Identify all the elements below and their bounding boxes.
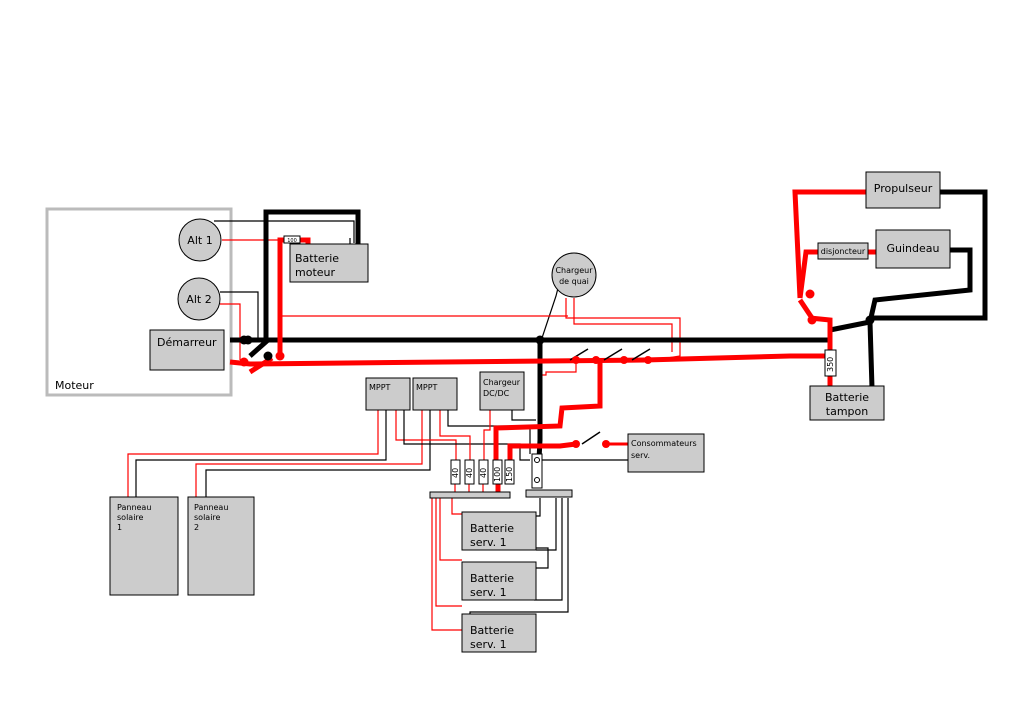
switches	[239, 289, 875, 448]
svg-text:40: 40	[465, 468, 474, 478]
disjoncteur: disjoncteur	[817, 242, 869, 260]
mppt2: MPPT	[412, 377, 458, 411]
alt2: Alt 2	[177, 277, 221, 321]
batterie-serv-b: Batterie serv. 1	[461, 561, 537, 601]
svg-text:100: 100	[287, 238, 297, 244]
consommateurs-serv: Consommateurs serv.	[627, 433, 705, 473]
demarreur: Démarreur	[149, 329, 225, 371]
svg-text:solaire: solaire	[117, 513, 144, 522]
svg-text:Batterie: Batterie	[470, 522, 514, 535]
propulseur: Propulseur	[865, 171, 941, 209]
svg-text:150: 150	[505, 467, 514, 482]
svg-text:Démarreur: Démarreur	[157, 336, 217, 349]
svg-text:Panneau: Panneau	[194, 503, 228, 512]
svg-text:Consommateurs: Consommateurs	[631, 439, 697, 448]
batterie-tampon: Batterie tampon	[809, 385, 885, 421]
svg-text:Batterie: Batterie	[295, 252, 339, 265]
svg-text:1: 1	[117, 523, 122, 532]
batterie-serv-c: Batterie serv. 1	[461, 613, 537, 653]
guindeau: Guindeau	[875, 229, 951, 269]
svg-text:350: 350	[826, 357, 835, 372]
mppt1: MPPT	[365, 377, 411, 411]
svg-text:serv. 1: serv. 1	[470, 638, 507, 651]
svg-text:Chargeur: Chargeur	[483, 378, 521, 387]
svg-text:Batterie: Batterie	[825, 391, 869, 404]
svg-text:serv. 1: serv. 1	[470, 536, 507, 549]
svg-text:disjoncteur: disjoncteur	[821, 247, 866, 256]
svg-text:Panneau: Panneau	[117, 503, 151, 512]
panneau-solaire-1: Panneau solaire 1	[109, 496, 179, 596]
svg-text:Alt 1: Alt 1	[187, 234, 212, 247]
svg-text:Propulseur: Propulseur	[874, 182, 933, 195]
fuse-block: 40 40 40 100 150	[450, 459, 515, 485]
batterie-moteur: Batterie moteur	[289, 243, 369, 283]
fuse-350: 350	[824, 349, 837, 377]
svg-text:40: 40	[451, 468, 460, 478]
chargeur-dcdc: Chargeur DC/DC	[479, 371, 525, 411]
svg-text:tampon: tampon	[826, 405, 868, 418]
svg-text:Alt 2: Alt 2	[186, 293, 211, 306]
moteur-label: Moteur	[55, 379, 94, 392]
svg-text:Batterie: Batterie	[470, 572, 514, 585]
svg-text:MPPT: MPPT	[416, 383, 438, 392]
bus-bar-positive	[429, 491, 511, 499]
svg-text:serv.: serv.	[631, 451, 650, 460]
svg-text:solaire: solaire	[194, 513, 221, 522]
svg-text:DC/DC: DC/DC	[483, 389, 510, 398]
svg-text:serv. 1: serv. 1	[470, 586, 507, 599]
panneau-solaire-2: Panneau solaire 2	[187, 496, 255, 596]
batterie-serv-a: Batterie serv. 1	[461, 511, 537, 551]
svg-text:Guindeau: Guindeau	[887, 242, 940, 255]
svg-text:100: 100	[493, 467, 502, 482]
svg-text:de quai: de quai	[559, 277, 589, 286]
bus-bar-negative	[525, 489, 573, 498]
svg-text:Chargeur: Chargeur	[555, 266, 593, 275]
shunt	[531, 453, 543, 489]
wires-thick	[229, 189, 988, 498]
moteur-frame	[45, 207, 233, 397]
svg-text:40: 40	[479, 468, 488, 478]
svg-text:MPPT: MPPT	[369, 383, 391, 392]
svg-text:Batterie: Batterie	[470, 624, 514, 637]
svg-text:2: 2	[194, 523, 199, 532]
alt1: Alt 1	[178, 218, 222, 262]
chargeur-quai: Chargeur de quai	[551, 252, 597, 298]
svg-text:moteur: moteur	[295, 266, 335, 279]
fuse-alt: 100	[283, 235, 301, 244]
